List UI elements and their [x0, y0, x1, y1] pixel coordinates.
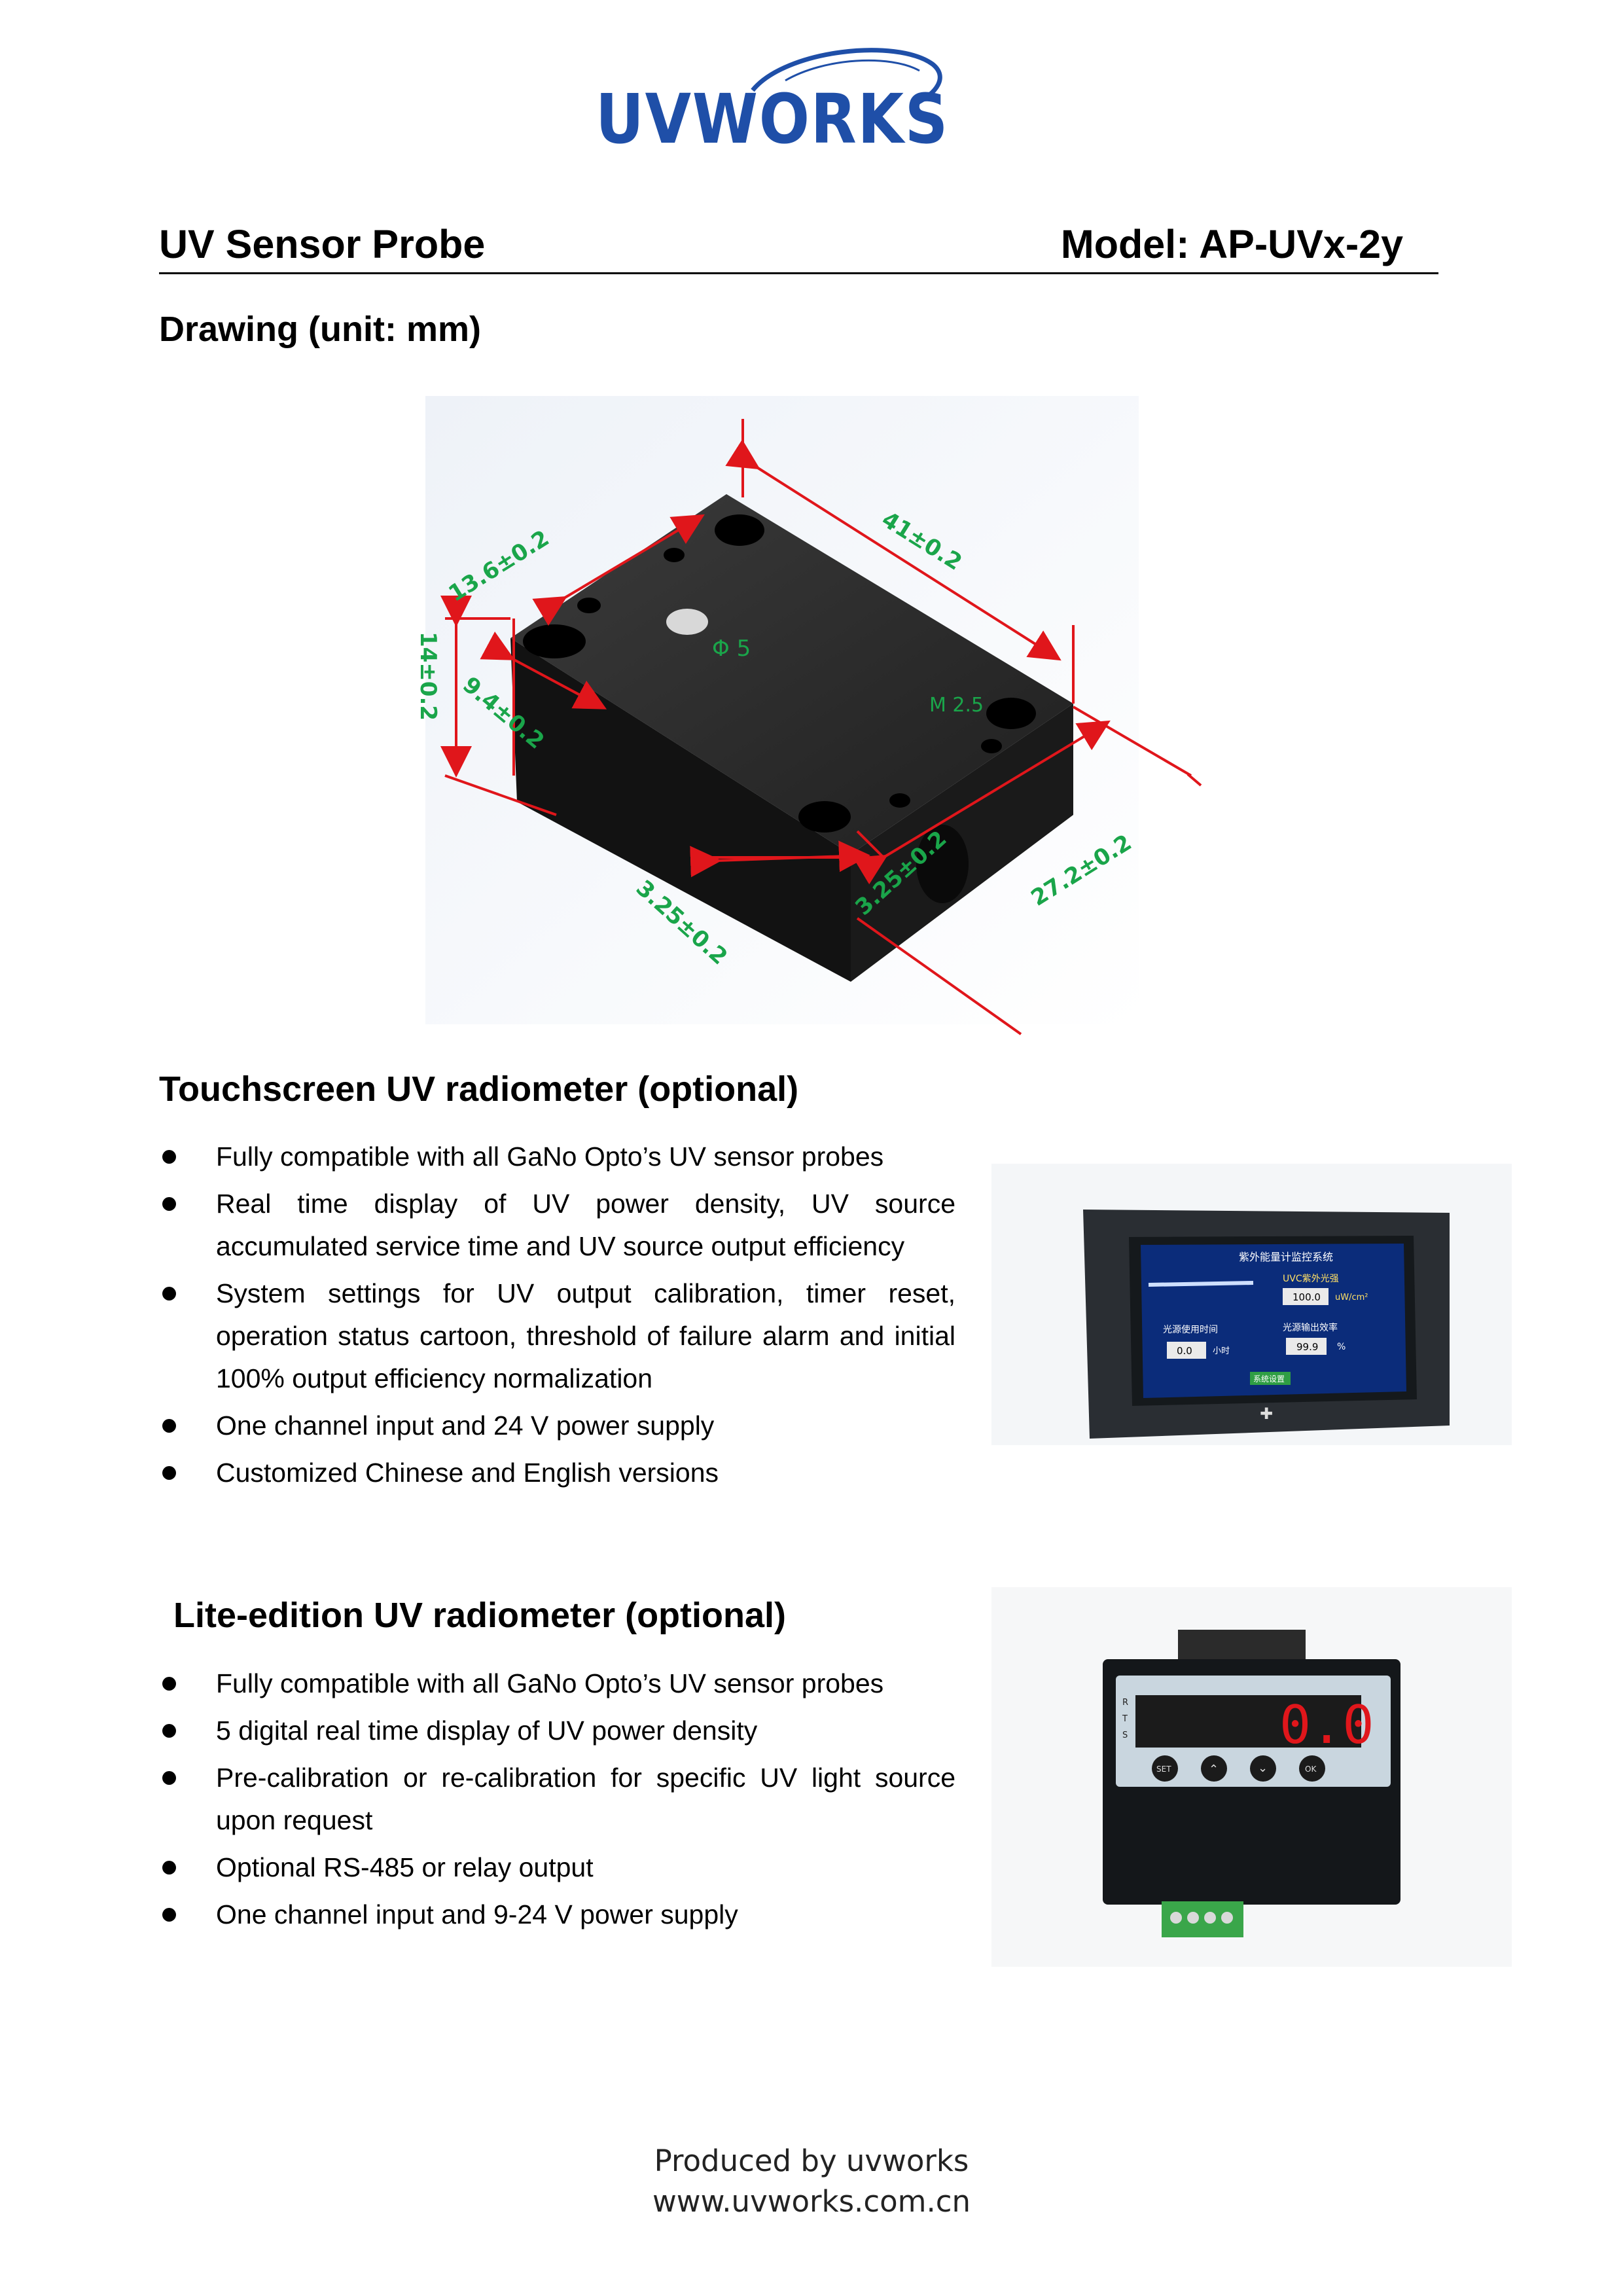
mount-hole [986, 698, 1036, 729]
indicator-r: R [1122, 1698, 1128, 1708]
list-item: Fully compatible with all GaNo Opto’s UV… [159, 1136, 955, 1178]
mount-hole [798, 801, 851, 833]
block-front-face [510, 638, 851, 982]
indicator-t: T [1122, 1714, 1128, 1724]
dim-height: 14±0.2 [415, 632, 441, 721]
chevron-down-icon: ⌄ [1258, 1761, 1268, 1775]
model-number: Model: AP-UVx-2y [1060, 222, 1403, 266]
dim-thread: M 2.5 [929, 694, 984, 717]
screen-uvc-label: UVC紫外光强 [1283, 1274, 1339, 1284]
touchscreen-heading: Touchscreen UV radiometer (optional) [159, 1069, 799, 1109]
sensor-window-hole [666, 609, 708, 635]
footer: Produced by uvworks www.uvworks.com.cn [0, 2141, 1623, 2222]
led-value: 0.0 [1279, 1695, 1374, 1755]
up-button [1201, 1755, 1227, 1782]
screen-time-value: 0.0 [1177, 1345, 1192, 1357]
screen-eff-value: 99.9 [1296, 1341, 1318, 1353]
list-item: Optional RS-485 or relay output [159, 1846, 955, 1889]
title-row: UV Sensor Probe Model: AP-UVx-2y [159, 216, 1438, 274]
screen-uvc-unit: uW/cm² [1335, 1293, 1368, 1302]
indicator-s: S [1122, 1731, 1128, 1740]
screen-time-unit: 小时 [1213, 1346, 1230, 1356]
device-cross-mark: ✚ [1260, 1405, 1273, 1423]
list-item: Real time display of UV power density, U… [159, 1183, 955, 1268]
screen-eff-label: 光源输出效率 [1283, 1322, 1338, 1333]
list-item: One channel input and 24 V power supply [159, 1405, 955, 1447]
lite-radiometer-photo: 0.0 R T S SET ⌃ ⌄ OK [991, 1587, 1512, 1967]
thread-hole [577, 598, 601, 613]
thread-hole [981, 739, 1002, 753]
lite-feature-list: Fully compatible with all GaNo Opto’s UV… [159, 1662, 955, 1941]
ok-button [1299, 1755, 1325, 1782]
chevron-up-icon: ⌃ [1209, 1763, 1219, 1776]
uv-lamp-graphic [1148, 1281, 1254, 1287]
svg-text:OK: OK [1305, 1765, 1317, 1774]
dim-hole-diameter: Φ 5 [712, 636, 751, 662]
footer-producer: Produced by uvworks [654, 2144, 969, 2178]
list-item: Customized Chinese and English versions [159, 1452, 955, 1494]
screen-time-label: 光源使用时间 [1163, 1324, 1218, 1335]
mount-hole [523, 624, 586, 658]
product-title: UV Sensor Probe [159, 222, 486, 266]
sensor-probe-drawing: 41±0.2 27.2±0.2 14±0.2 13.6±0.2 9.4±0.2 … [415, 396, 1202, 1035]
touchscreen-feature-list: Fully compatible with all GaNo Opto’s UV… [159, 1136, 955, 1499]
led-display [1135, 1695, 1361, 1748]
drawing-heading: Drawing (unit: mm) [159, 310, 481, 349]
list-item: System settings for UV output calibratio… [159, 1272, 955, 1400]
screen-eff-unit: % [1337, 1342, 1346, 1352]
thread-hole [889, 793, 910, 808]
logo-text: UVWORKS [596, 79, 949, 159]
list-item: Pre-calibration or re-calibration for sp… [159, 1757, 955, 1842]
set-button [1152, 1755, 1178, 1782]
list-item: One channel input and 9-24 V power suppl… [159, 1893, 955, 1936]
mount-hole [715, 514, 764, 546]
svg-text:SET: SET [1156, 1765, 1171, 1774]
screen-uvc-value: 100.0 [1293, 1291, 1321, 1303]
lite-heading: Lite-edition UV radiometer (optional) [173, 1596, 787, 1635]
thread-hole [664, 548, 685, 562]
list-item: Fully compatible with all GaNo Opto’s UV… [159, 1662, 955, 1705]
list-item: 5 digital real time display of UV power … [159, 1710, 955, 1752]
dimension-lines [440, 419, 1202, 1035]
screen-title: 紫外能量计监控系统 [1239, 1251, 1333, 1263]
footer-website[interactable]: www.uvworks.com.cn [652, 2184, 971, 2219]
screen-settings-button: 系统设置 [1253, 1374, 1285, 1384]
uvworks-logo: UVWORKS [589, 45, 955, 159]
down-button [1250, 1755, 1276, 1782]
touchscreen-radiometer-photo: 紫外能量计监控系统 UVC紫外光强 100.0 uW/cm² 光源使用时间 0.… [991, 1164, 1512, 1445]
